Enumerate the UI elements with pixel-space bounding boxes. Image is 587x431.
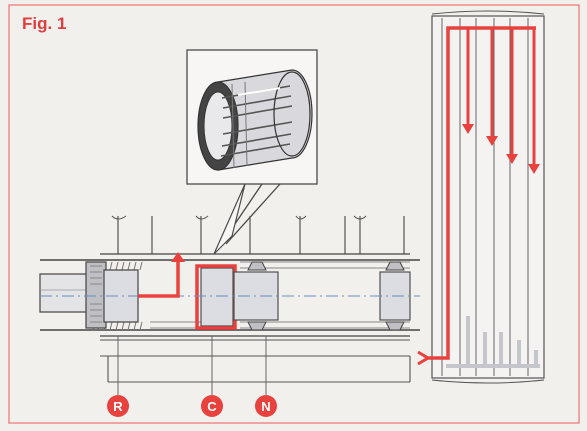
flow-path-arrow bbox=[138, 262, 180, 298]
plug-r-part bbox=[85, 261, 139, 329]
callout-n: N bbox=[255, 395, 277, 417]
manifold-cross-section bbox=[39, 215, 420, 395]
callout-c: C bbox=[201, 395, 223, 417]
radiator-front-view bbox=[417, 10, 545, 384]
figure-frame bbox=[8, 4, 580, 424]
return-flow-columns bbox=[446, 316, 540, 368]
insert-c-part bbox=[195, 264, 237, 330]
detail-inset bbox=[186, 49, 318, 255]
insert-ring-illustration bbox=[197, 69, 313, 171]
callout-r: R bbox=[107, 395, 129, 417]
figure-title: Fig. 1 bbox=[22, 14, 67, 33]
